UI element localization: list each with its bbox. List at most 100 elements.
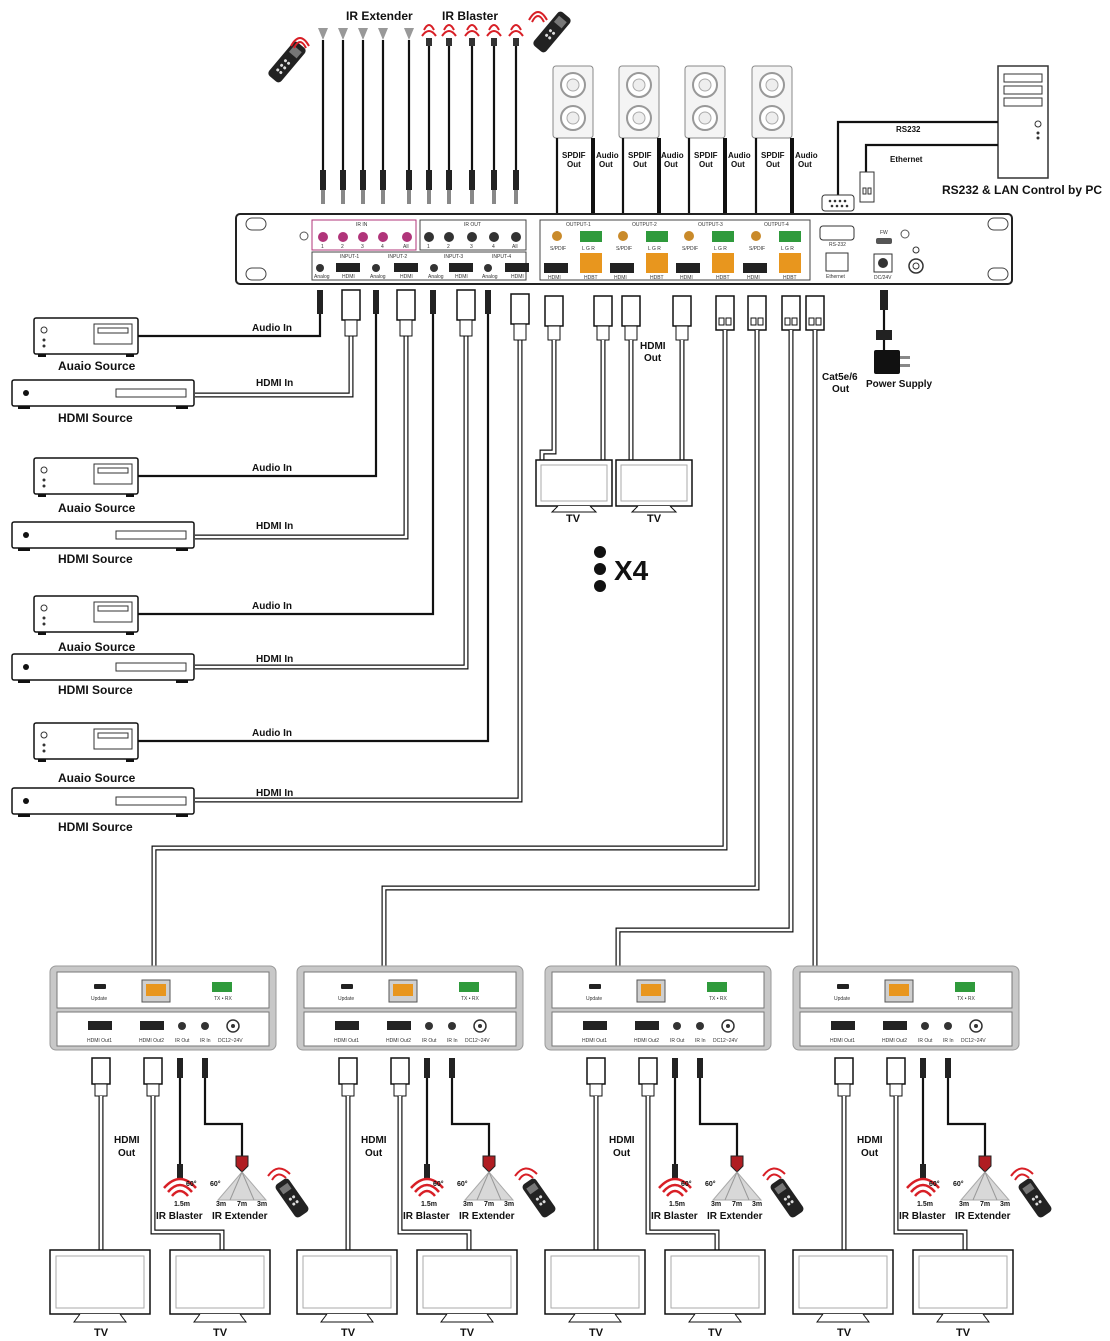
ir-blaster-top-label: IR Blaster (442, 9, 498, 23)
extender-distance-mid-4: 7m (980, 1201, 990, 1208)
hdmi-in-label-2: HDMI In (256, 521, 293, 532)
audio-source-label-1: Auaio Source (58, 359, 136, 373)
svg-text:INPUT-4: INPUT-4 (492, 254, 511, 260)
svg-text:HDMI: HDMI (342, 274, 355, 280)
audio-in-label-4: Audio In (252, 728, 292, 739)
ir-extender-label-2: IR Extender (459, 1211, 515, 1222)
svg-text:HDMI: HDMI (614, 275, 627, 281)
hdbt-receiver-unit-1: Update TX • RX HDMI Out1 HDMI Out2 IR Out IR … (49, 965, 309, 1339)
svg-text:INPUT-1: INPUT-1 (340, 254, 359, 260)
hdmi-in-label-3: HDMI In (256, 654, 293, 665)
audio-in-label-2: Audio In (252, 463, 292, 474)
remote-control-icon (268, 41, 306, 83)
svg-text:S/PDIF: S/PDIF (550, 246, 566, 252)
audio-source-device-1 (33, 317, 139, 357)
extender-distance-mid-3: 7m (732, 1201, 742, 1208)
svg-text:Ethernet: Ethernet (826, 274, 846, 280)
svg-text:All: All (403, 244, 409, 250)
svg-text:INPUT-3: INPUT-3 (444, 254, 463, 260)
svg-text:1: 1 (321, 244, 324, 250)
ir-blaster-label-2: IR Blaster (403, 1211, 450, 1222)
svg-text:FW: FW (880, 230, 888, 236)
hdmi-source-device-1 (11, 379, 195, 409)
ir-blaster-label-4: IR Blaster (899, 1211, 946, 1222)
svg-text:2: 2 (341, 244, 344, 250)
ir-extender-top-label: IR Extender (346, 9, 413, 23)
extender-distance-right-1: 3m (257, 1201, 267, 1208)
audio-source-label-3: Auaio Source (58, 640, 136, 654)
svg-text:TX • RX: TX • RX (957, 996, 976, 1002)
x4-indicator (594, 546, 606, 592)
svg-text:HDMI Out2: HDMI Out2 (882, 1038, 907, 1044)
source-cables (138, 289, 530, 803)
svg-text:L G R: L G R (582, 246, 595, 252)
extender-angle-label-3: 60° (705, 1180, 716, 1188)
blaster-angle-label-3: 60° (681, 1180, 692, 1188)
svg-text:1: 1 (427, 244, 430, 250)
svg-text:IR In: IR In (447, 1038, 458, 1044)
svg-text:Update: Update (338, 996, 354, 1002)
hdmi-in-label-1: HDMI In (256, 378, 293, 389)
svg-text:4: 4 (492, 244, 495, 250)
svg-text:2: 2 (447, 244, 450, 250)
remote-control-icon (533, 11, 571, 53)
tv-label-top-2: TV (647, 513, 662, 525)
svg-text:HDMI Out2: HDMI Out2 (139, 1038, 164, 1044)
svg-text:TX • RX: TX • RX (214, 996, 233, 1002)
ir-extender-label-1: IR Extender (212, 1211, 268, 1222)
top-hdmi-output-cables (539, 295, 692, 462)
extender-distance-mid-1: 7m (237, 1201, 247, 1208)
blaster-distance-label-4: 1.5m (917, 1201, 933, 1208)
svg-text:HDMI Out1: HDMI Out1 (87, 1038, 112, 1044)
svg-text:DC/24V: DC/24V (874, 275, 892, 281)
hdmi-source-label-1: HDMI Source (58, 411, 133, 425)
svg-text:DC12~24V: DC12~24V (713, 1038, 738, 1044)
svg-text:4: 4 (381, 244, 384, 250)
ir-extender-label-4: IR Extender (955, 1211, 1011, 1222)
svg-text:OUTPUT-1: OUTPUT-1 (566, 222, 591, 228)
speaker-group-1 (552, 65, 606, 269)
tv-label-rx-1-b: TV (213, 1327, 228, 1339)
svg-text:Analog: Analog (428, 274, 444, 280)
svg-text:IR In: IR In (200, 1038, 211, 1044)
svg-text:DC12~24V: DC12~24V (961, 1038, 986, 1044)
tv-label-rx-4-b: TV (956, 1327, 971, 1339)
svg-text:IR In: IR In (943, 1038, 954, 1044)
svg-text:HDMI Out2: HDMI Out2 (634, 1038, 659, 1044)
ethernet-cable (864, 143, 998, 172)
svg-text:Update: Update (91, 996, 107, 1002)
svg-text:S/PDIF: S/PDIF (616, 246, 632, 252)
hdmi-source-device-4 (11, 787, 195, 817)
svg-text:HDMI Out1: HDMI Out1 (582, 1038, 607, 1044)
hdmi-in-label-4: HDMI In (256, 788, 293, 799)
blaster-angle-label-1: 60° (186, 1180, 197, 1188)
rj45-plug-icon (859, 171, 875, 203)
svg-text:DC12~24V: DC12~24V (218, 1038, 243, 1044)
svg-text:Analog: Analog (370, 274, 386, 280)
svg-text:HDMI Out2: HDMI Out2 (386, 1038, 411, 1044)
blaster-angle-label-4: 60° (929, 1180, 940, 1188)
hdmi-source-label-4: HDMI Source (58, 820, 133, 834)
svg-text:HDMI: HDMI (511, 274, 524, 280)
blaster-angle-label-2: 60° (433, 1180, 444, 1188)
audio-source-device-2 (33, 457, 139, 497)
blaster-distance-label-3: 1.5m (669, 1201, 685, 1208)
audio-in-label-1: Audio In (252, 323, 292, 334)
svg-text:IR Out: IR Out (175, 1038, 190, 1044)
extender-distance-right-2: 3m (504, 1201, 514, 1208)
extender-angle-label-1: 60° (210, 1180, 221, 1188)
svg-text:OUTPUT-2: OUTPUT-2 (632, 222, 657, 228)
svg-text:All: All (512, 244, 518, 250)
svg-text:OUTPUT-4: OUTPUT-4 (764, 222, 789, 228)
ir-wave-icon (528, 11, 548, 23)
